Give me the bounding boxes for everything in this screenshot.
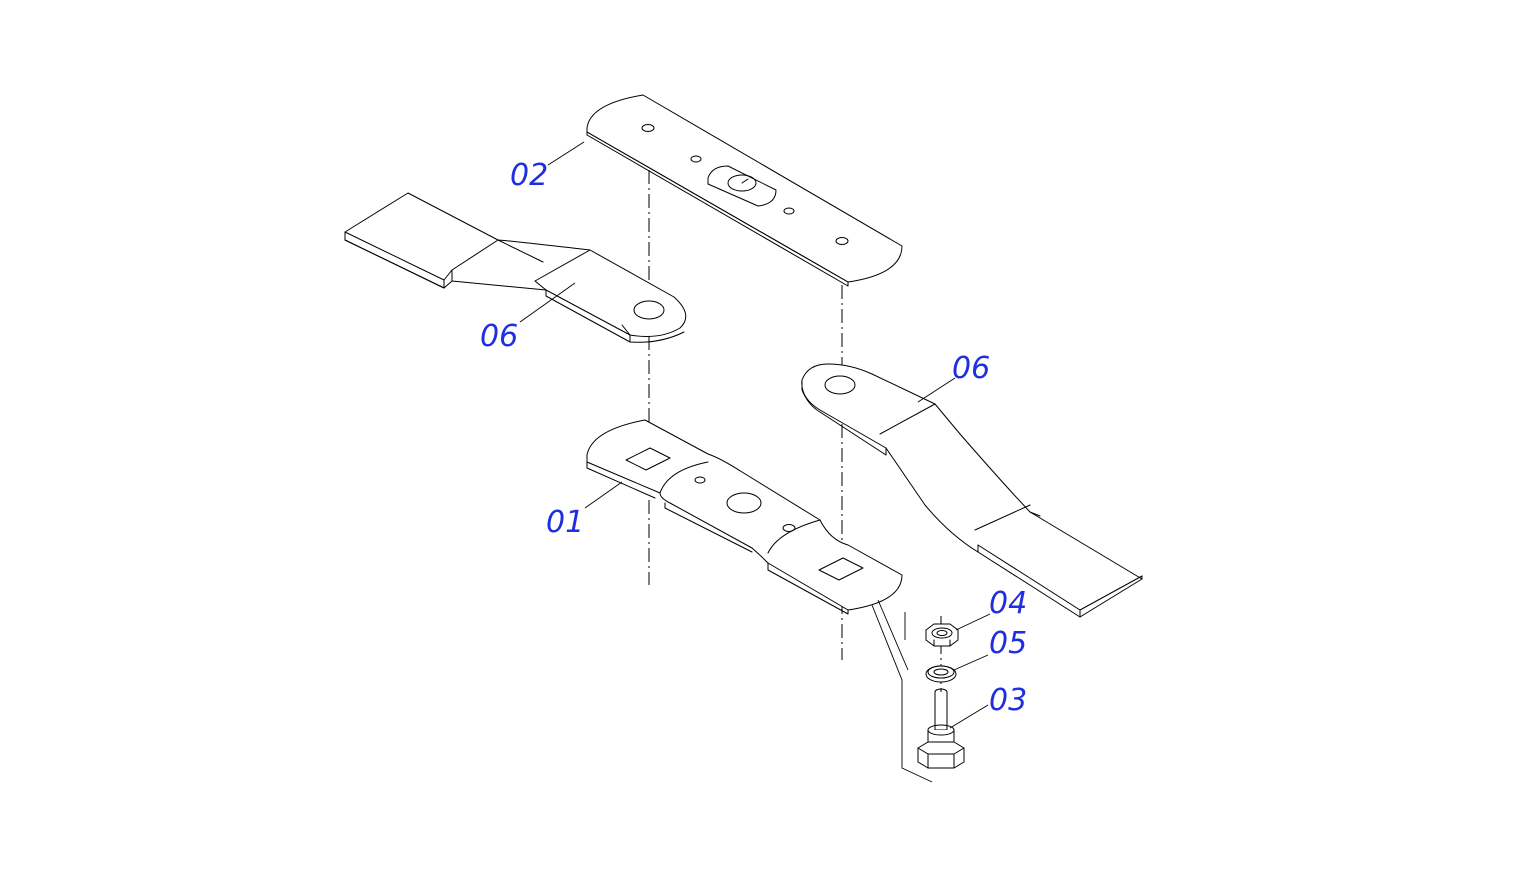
callout-05: 05 bbox=[989, 626, 1027, 661]
reference-frame-lines bbox=[871, 599, 933, 783]
leader-05 bbox=[953, 654, 989, 671]
part-06-blade-left bbox=[344, 192, 687, 343]
callout-02: 02 bbox=[510, 158, 548, 193]
callout-06-right: 06 bbox=[952, 351, 990, 386]
part-06-blade-right bbox=[801, 363, 1143, 618]
callout-06-left: 06 bbox=[480, 319, 518, 354]
assembly-axis-lines bbox=[648, 170, 942, 700]
leader-06b bbox=[917, 377, 956, 403]
part-01-blade-holder bbox=[586, 419, 903, 615]
leader-06a bbox=[519, 282, 576, 323]
part-02-top-plate bbox=[586, 94, 903, 287]
callout-04: 04 bbox=[989, 586, 1027, 621]
callout-labels: 02 06 06 01 04 05 03 bbox=[480, 158, 1027, 718]
callout-03: 03 bbox=[989, 683, 1027, 718]
leader-02 bbox=[547, 141, 585, 166]
part-05-washer bbox=[925, 665, 957, 683]
part-04-nut bbox=[925, 623, 959, 647]
part-03-bolt bbox=[917, 688, 965, 769]
leader-03 bbox=[949, 704, 989, 729]
leader-lines bbox=[519, 141, 991, 729]
callout-01: 01 bbox=[546, 505, 584, 540]
leader-01 bbox=[584, 481, 623, 509]
leader-04 bbox=[955, 613, 991, 631]
